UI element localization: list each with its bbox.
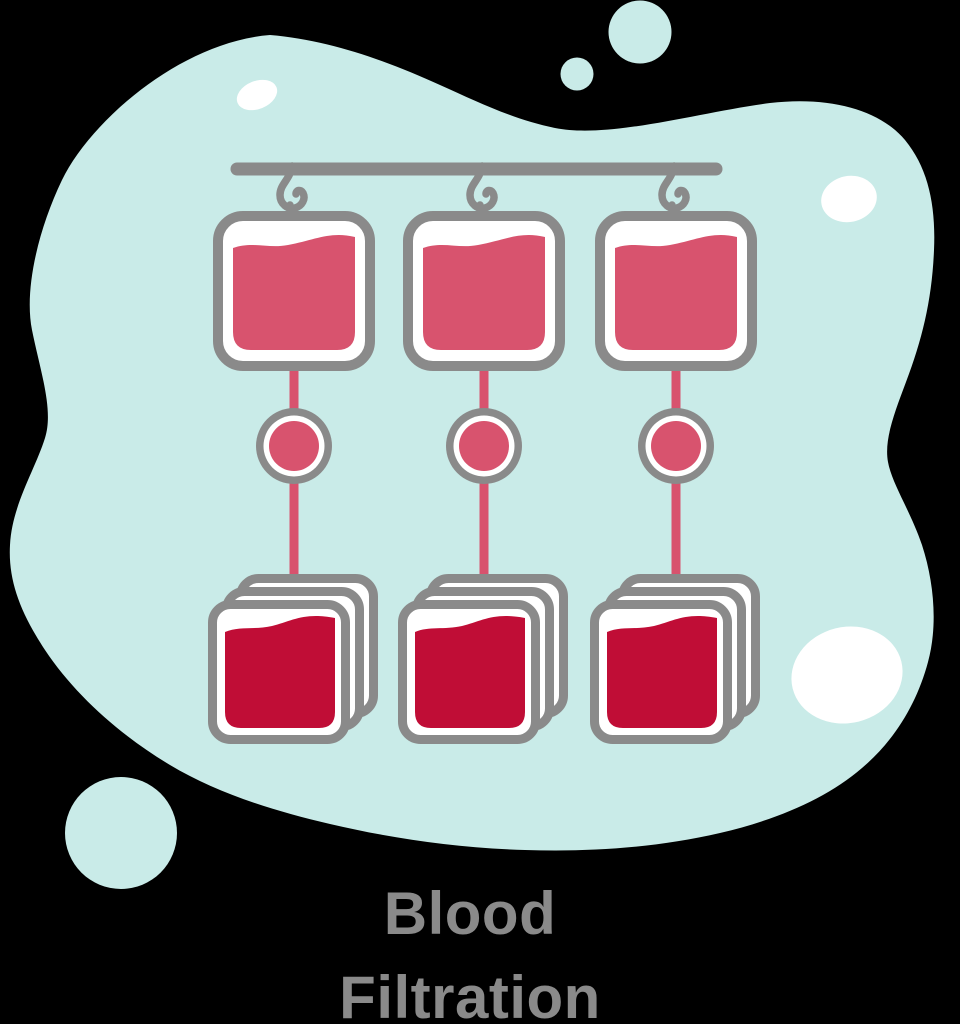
caption-line-2: Filtration	[339, 964, 601, 1024]
decor-teal-dot-small	[560, 57, 594, 91]
decor-white-spot-top-left	[236, 79, 278, 111]
caption-line-1: Blood	[383, 880, 557, 947]
decor-white-spot-bottom-right	[791, 626, 903, 724]
decor-teal-dot-bottom-left	[65, 777, 177, 889]
decor-teal-dot-large	[608, 0, 672, 64]
caption-title: Blood Filtration	[0, 872, 940, 1024]
decor-white-spot-top-right	[821, 175, 877, 223]
